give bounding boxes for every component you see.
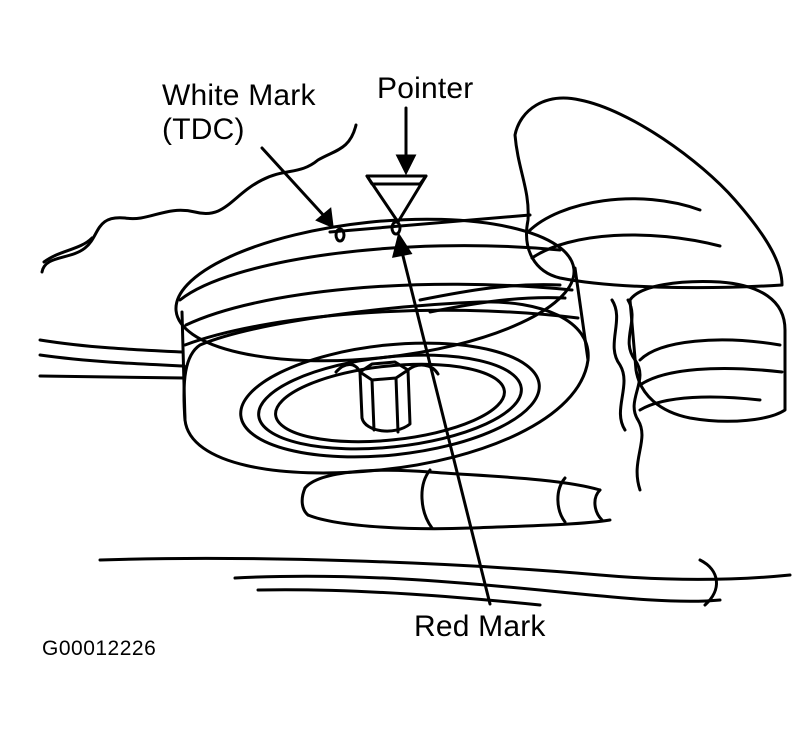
white-mark-leader [260,146,328,220]
lower-right-pulley [628,280,787,423]
pulley-groove-b [184,282,574,327]
lower-line-2 [233,574,722,603]
hub-ring-mid [257,353,523,451]
hose-upper [303,468,602,492]
hose-cap-2 [556,476,567,524]
hose-end [300,486,310,517]
pointer-triangle-top [365,174,428,186]
bolt-hex-top [358,360,410,382]
lower-right-ribs-2 [610,298,627,432]
pulley-front-face [182,300,590,475]
red-mark-leader [400,250,492,606]
figure-code: G00012226 [42,637,157,660]
lower-right-ribs [626,298,644,492]
lower-right-curve [698,558,718,607]
red-mark-arrowhead [391,232,413,258]
hose-cap-3 [593,488,604,522]
left-line-1 [38,338,184,354]
tdc-label: (TDC) [162,113,245,146]
bolt-edge-2 [394,376,400,434]
lower-line-1 [98,556,792,582]
lower-right-groove-2 [638,366,784,387]
white-mark-arrowhead [315,207,334,229]
white-mark-label: White Mark [162,79,316,112]
left-line-2 [38,353,186,368]
belt-lower-run [418,283,562,302]
engine-edge-upper [42,236,94,264]
pointer-arrowhead [395,154,417,176]
upper-pulley-groove-1 [526,197,702,234]
engine-outline [40,123,358,274]
left-line-3 [38,374,186,380]
belt-top-edge [328,213,532,234]
red-mark-dot [390,220,402,236]
hub-ring-outer [239,341,541,459]
pulley-groove-c [183,308,580,347]
lower-right-groove-1 [638,338,782,362]
lower-right-groove-3 [638,395,762,412]
white-mark-dot [334,227,346,243]
washer-left [334,363,362,374]
bolt-shaft [358,368,412,433]
pulley-groove-a [178,244,562,302]
bolt-edge [370,378,376,432]
red-mark-label: Red Mark [414,610,546,643]
hose-cap-1 [420,468,434,530]
lower-line-3 [256,588,542,607]
upper-pulley [513,96,784,290]
pointer-label: Pointer [377,72,474,105]
washer-right [406,363,440,376]
hub-ring-inner [274,362,506,444]
